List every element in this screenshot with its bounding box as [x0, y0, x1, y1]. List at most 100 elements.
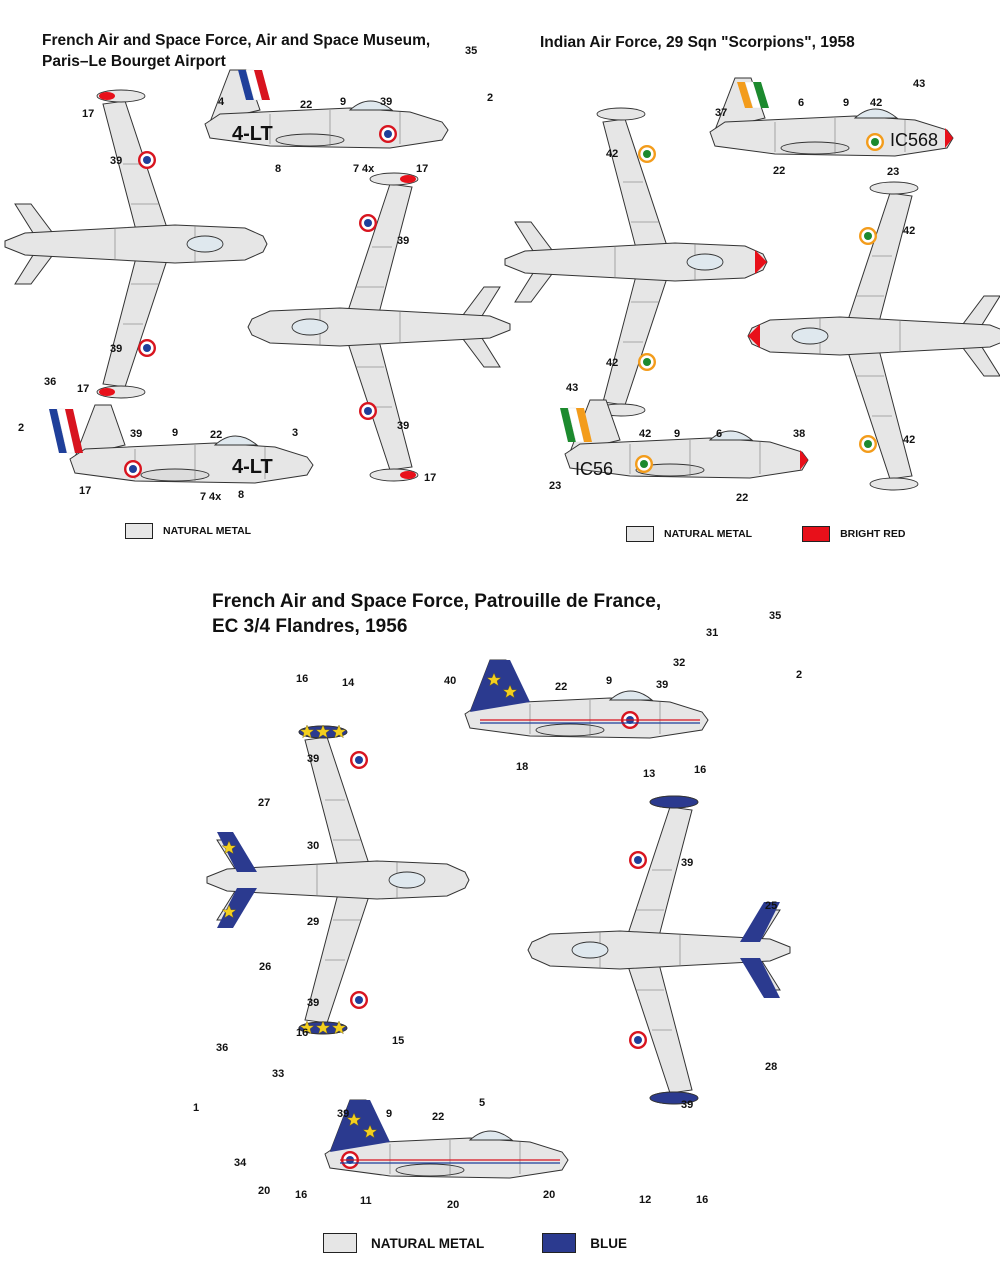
callout: 39 — [397, 235, 409, 247]
callout: 36 — [44, 376, 56, 388]
legend-indian: NATURAL METAL BRIGHT RED — [626, 526, 905, 542]
callout: 16 — [296, 1027, 308, 1039]
callout: 39 — [681, 1099, 693, 1111]
callout: 4x — [209, 491, 222, 503]
swatch-natural-metal — [323, 1233, 357, 1253]
callout: 14 — [342, 677, 355, 689]
legend-patrouille: NATURAL METAL BLUE — [323, 1233, 627, 1253]
callout: 17 — [77, 383, 89, 395]
callout: 17 — [416, 163, 428, 175]
pdf-under-view — [527, 795, 791, 1105]
legend-label: BRIGHT RED — [840, 528, 906, 540]
callout: 23 — [887, 166, 899, 178]
title-line-2: EC 3/4 Flandres, 1956 — [212, 616, 408, 637]
legend-label: NATURAL METAL — [664, 528, 753, 540]
fr-museum-top-view — [4, 89, 268, 399]
callout: 34 — [234, 1157, 247, 1169]
callout: 2 — [18, 422, 24, 434]
callout: 42 — [606, 148, 618, 160]
callout: 3 — [292, 427, 298, 439]
callout: 39 — [307, 753, 319, 765]
callout: 16 — [696, 1194, 708, 1206]
callout: 5 — [479, 1097, 485, 1109]
legend-label: BLUE — [590, 1235, 627, 1251]
callout: 39 — [380, 96, 392, 108]
callout: 6 — [716, 428, 722, 440]
legend-french-museum: NATURAL METAL — [125, 523, 251, 539]
callout: 17 — [79, 485, 91, 497]
callout: 8 — [238, 489, 244, 501]
callout: 7 — [200, 491, 206, 503]
callout: 39 — [307, 997, 319, 1009]
indian-side-view-top — [709, 77, 954, 157]
callout: 39 — [681, 857, 693, 869]
callout: 17 — [82, 108, 94, 120]
callout: 23 — [549, 480, 561, 492]
callout: 22 — [736, 492, 748, 504]
indian-under-view — [747, 181, 1000, 491]
callout: 2 — [487, 92, 493, 104]
callout: 12 — [639, 1194, 651, 1206]
callout: 20 — [258, 1185, 270, 1197]
callout: 22 — [555, 681, 567, 693]
callout: 40 — [444, 675, 456, 687]
legend-label: NATURAL METAL — [371, 1235, 485, 1251]
callout: 43 — [913, 78, 925, 90]
fr-side-code-top: 4-LT — [232, 123, 273, 145]
section-title-indian: Indian Air Force, 29 Sqn "Scorpions", 19… — [540, 32, 855, 53]
callout: 22 — [300, 99, 312, 111]
callout: 42 — [639, 428, 651, 440]
callout: 9 — [172, 427, 178, 439]
title-line-1: Indian Air Force, 29 Sqn "Scorpions", 19… — [540, 34, 855, 51]
title-line-1: French Air and Space Force, Air and Spac… — [42, 32, 431, 49]
callout: 43 — [566, 382, 578, 394]
pdf-top-view — [206, 724, 470, 1035]
fr-museum-side-view-bottom — [49, 404, 314, 484]
callout: 13 — [643, 768, 655, 780]
callout: 39 — [110, 343, 122, 355]
callout: 22 — [773, 165, 785, 177]
callout: 16 — [296, 673, 308, 685]
fr-museum-under-view — [247, 172, 511, 482]
callout: 7 — [353, 163, 359, 175]
fr-side-code-bottom: 4-LT — [232, 456, 273, 478]
swatch-bright-red — [802, 526, 831, 542]
callout: 16 — [694, 764, 706, 776]
callout: 39 — [397, 420, 409, 432]
callout: 39 — [656, 679, 668, 691]
indian-top-view — [504, 107, 768, 417]
callout: 37 — [715, 107, 727, 119]
callout: 8 — [275, 163, 281, 175]
fr-museum-side-view-top — [204, 69, 449, 149]
callout: 42 — [903, 225, 915, 237]
callout: 15 — [392, 1035, 404, 1047]
swatch-blue — [542, 1233, 577, 1253]
callout: 4 — [218, 96, 225, 108]
callout: 16 — [295, 1189, 307, 1201]
indian-side-code-top: IC568 — [890, 130, 938, 150]
pdf-side-view-top — [464, 659, 709, 739]
callout: 36 — [216, 1042, 228, 1054]
callout: 22 — [432, 1111, 444, 1123]
callout: 33 — [272, 1068, 284, 1080]
callout: 20 — [447, 1199, 459, 1211]
callout: 2 — [796, 669, 802, 681]
swatch-natural-metal — [125, 523, 153, 539]
callout: 11 — [360, 1195, 372, 1207]
callout: 35 — [769, 610, 781, 622]
callout: 22 — [210, 429, 222, 441]
pdf-side-view-bottom — [324, 1099, 569, 1179]
callout-labels: 17 39 39 17 4 22 9 39 35 2 8 7 4x 17 39 … — [18, 45, 925, 1211]
swatch-natural-metal — [626, 526, 654, 542]
section-title-french-museum: French Air and Space Force, Air and Spac… — [42, 30, 430, 72]
callout: 28 — [765, 1061, 777, 1073]
callout: 9 — [606, 675, 612, 687]
callout: 6 — [798, 97, 804, 109]
callout: 20 — [543, 1189, 555, 1201]
callout: 9 — [340, 96, 346, 108]
callout: 42 — [606, 357, 618, 369]
callout: 32 — [673, 657, 685, 669]
callout: 25 — [765, 900, 777, 912]
